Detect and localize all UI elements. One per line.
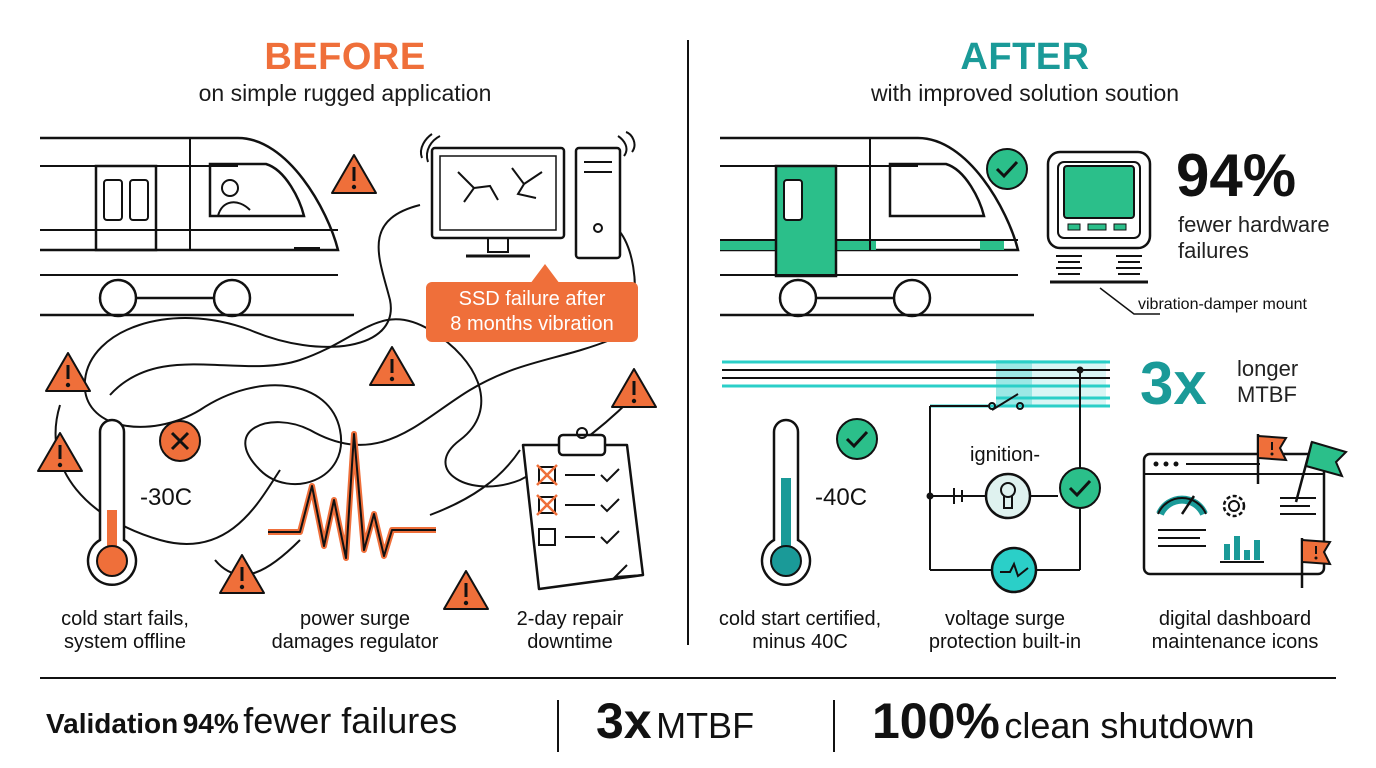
- fewer-failures-text: fewer hardware failures: [1178, 212, 1330, 264]
- before-subtitle: on simple rugged application: [198, 80, 492, 106]
- caption-line: cold start fails,: [61, 608, 189, 630]
- check-circle-icon: [986, 148, 1028, 190]
- footer-mtbf-text: MTBF: [656, 705, 755, 746]
- stat-line: MTBF: [1237, 382, 1297, 407]
- stat-line: longer: [1237, 356, 1299, 381]
- thermometer-icon: [86, 418, 138, 586]
- warning-icon: [369, 346, 415, 386]
- stat-line: failures: [1178, 238, 1249, 263]
- caption-power-surge: power surge damages regulator: [250, 608, 460, 654]
- caption-line: voltage surge: [944, 608, 1066, 630]
- circuit-icon: [722, 360, 1110, 594]
- warning-icon: [331, 154, 377, 194]
- footer-mtbf-stat: 3x MTBF: [596, 692, 754, 750]
- tangled-cable: [54, 204, 636, 576]
- flag-icon: [1294, 440, 1348, 503]
- caption-line: digital dashboard: [1158, 608, 1312, 630]
- after-title: AFTER: [960, 36, 1090, 78]
- caption-line: minus 40C: [752, 631, 848, 653]
- validation-pct: 94%: [182, 708, 239, 739]
- damper-mount-icon: [1046, 150, 1152, 284]
- fewer-failures-value: 94%: [1176, 142, 1297, 209]
- warning-icon: [37, 432, 83, 472]
- after-temperature: -40C: [815, 484, 868, 511]
- mount-leader-line: [1099, 287, 1160, 315]
- callout-pointer: [530, 264, 560, 284]
- caption-cold-start-certified: cold start certified, minus 40C: [700, 608, 900, 654]
- cracked-computer-icon: [420, 131, 636, 260]
- caption-cold-start-fails: cold start fails, system offline: [30, 608, 220, 654]
- warning-icon: [611, 368, 657, 408]
- check-circle-icon: [836, 418, 878, 460]
- after-subtitle: with improved solution soution: [870, 80, 1180, 106]
- flag-icon: [1300, 538, 1332, 588]
- caption-digital-dashboard: digital dashboard maintenance icons: [1125, 608, 1345, 654]
- warning-icon: [219, 554, 265, 594]
- x-circle-icon: [159, 420, 201, 462]
- footer-validation-stat: Validation 94% fewer failures: [46, 700, 457, 742]
- mount-label: vibration-damper mount: [1138, 296, 1307, 313]
- footer-shutdown-value: 100%: [872, 693, 1000, 749]
- caption-line: protection built-in: [928, 631, 1082, 653]
- footer-mtbf-value: 3x: [596, 693, 652, 749]
- stat-line: fewer hardware: [1178, 212, 1330, 237]
- caption-line: power surge: [299, 608, 411, 630]
- validation-label: Validation: [46, 708, 179, 739]
- ssd-callout-line-2: 8 months vibration: [450, 313, 614, 335]
- footer-shutdown-stat: 100% clean shutdown: [872, 692, 1255, 750]
- caption-repair-downtime: 2-day repair downtime: [495, 608, 645, 654]
- before-temperature: -30C: [140, 484, 193, 511]
- caption-line: damages regulator: [271, 631, 439, 653]
- ignition-label: ignition-: [970, 444, 1041, 466]
- warning-icon: [45, 352, 91, 392]
- flag-icon: [1256, 434, 1288, 484]
- caption-line: 2-day repair: [516, 608, 624, 630]
- ssd-failure-callout: SSD failure after 8 months vibration: [426, 282, 638, 342]
- thermometer-icon: [760, 418, 812, 586]
- train-icon: [40, 136, 354, 318]
- caption-voltage-protection: voltage surge protection built-in: [905, 608, 1105, 654]
- surge-waveform-icon: [268, 431, 436, 561]
- caption-line: downtime: [527, 631, 613, 653]
- caption-line: cold start certified,: [718, 608, 882, 630]
- footer-shutdown-text: clean shutdown: [1004, 705, 1255, 746]
- before-title: BEFORE: [264, 36, 426, 78]
- checklist-icon: [521, 427, 645, 591]
- caption-line: system offline: [64, 631, 186, 653]
- mtbf-value: 3x: [1140, 350, 1207, 417]
- train-icon: [720, 136, 1034, 318]
- warning-icon: [443, 570, 489, 610]
- caption-line: maintenance icons: [1151, 631, 1319, 653]
- ssd-callout-line-1: SSD failure after: [458, 288, 606, 310]
- validation-text: fewer failures: [243, 700, 458, 741]
- dashboard-icon: [1142, 452, 1326, 576]
- mtbf-text: longer MTBF: [1237, 356, 1298, 408]
